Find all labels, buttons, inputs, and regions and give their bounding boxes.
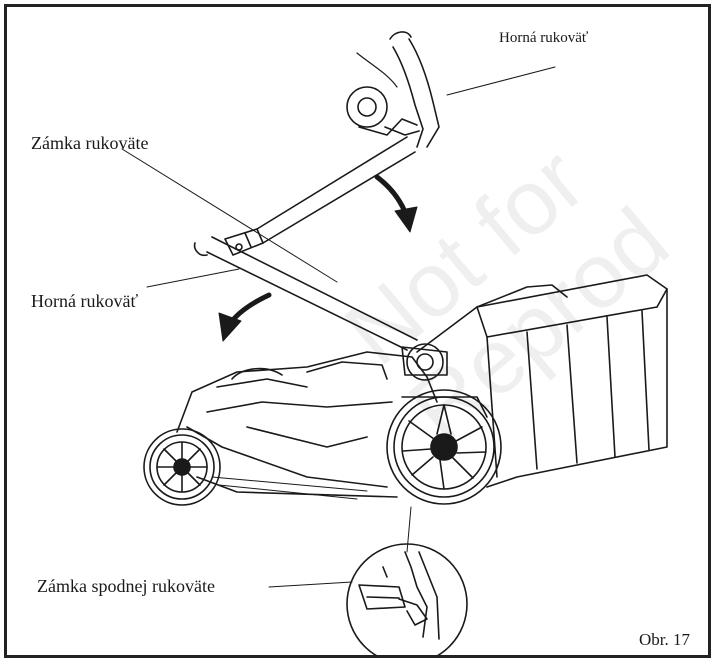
fold-arrow-left <box>218 292 272 342</box>
rear-wheel <box>386 389 502 505</box>
label-handle-lock: Zámka rukoväte <box>31 133 149 153</box>
lower-handle <box>193 236 418 351</box>
leader-lines <box>121 66 556 588</box>
front-wheel <box>143 428 221 506</box>
fold-arrow-right <box>374 174 418 233</box>
figure-frame: Not for Reprod Horná rukoväť Zámka rukov… <box>4 4 711 658</box>
mower-body <box>176 351 488 500</box>
label-upper-handle-left: Horná rukoväť <box>31 291 139 311</box>
label-upper-handle-top: Horná rukoväť <box>499 30 589 46</box>
detail-inset <box>346 543 468 655</box>
label-lower-handle-lock: Zámka spodnej rukoväte <box>37 576 215 596</box>
grass-bag <box>416 274 668 488</box>
upper-handle <box>256 31 440 244</box>
lawnmower-handle-diagram <box>121 31 668 655</box>
handle-pivot <box>401 343 448 381</box>
figure-number: Obr. 17 <box>639 630 690 649</box>
